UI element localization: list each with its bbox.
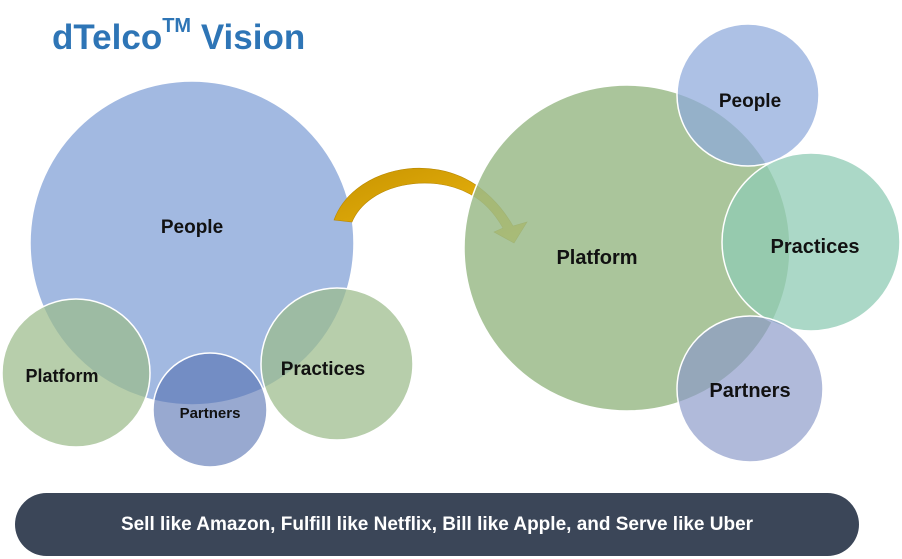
- left-people-label: People: [161, 217, 223, 238]
- left-practices-label: Practices: [281, 359, 366, 380]
- left-diagram: People Platform Partners Practices: [1, 80, 414, 468]
- right-diagram: Platform People Practices Partners: [463, 23, 901, 463]
- right-people-circle: [676, 23, 820, 167]
- right-partners-circle: [676, 315, 824, 463]
- title-main: dTelco: [52, 18, 163, 57]
- right-platform-label: Platform: [556, 247, 637, 269]
- page-title: dTelcoTM Vision: [52, 15, 306, 58]
- title-trademark: TM: [162, 15, 192, 38]
- right-practices-circle: [721, 152, 901, 332]
- left-partners-label: Partners: [180, 405, 241, 422]
- tagline-text: Sell like Amazon, Fulfill like Netflix, …: [120, 513, 754, 535]
- left-platform-label: Platform: [25, 366, 98, 386]
- left-practices-circle: [260, 287, 414, 441]
- left-partners-circle: [152, 352, 268, 468]
- tagline-banner: Sell like Amazon, Fulfill like Netflix, …: [15, 493, 859, 556]
- title-suffix: Vision: [191, 18, 306, 57]
- left-platform-circle: [1, 298, 151, 448]
- right-partners-label: Partners: [709, 380, 790, 402]
- right-practices-label: Practices: [771, 236, 860, 258]
- right-people-label: People: [719, 91, 781, 112]
